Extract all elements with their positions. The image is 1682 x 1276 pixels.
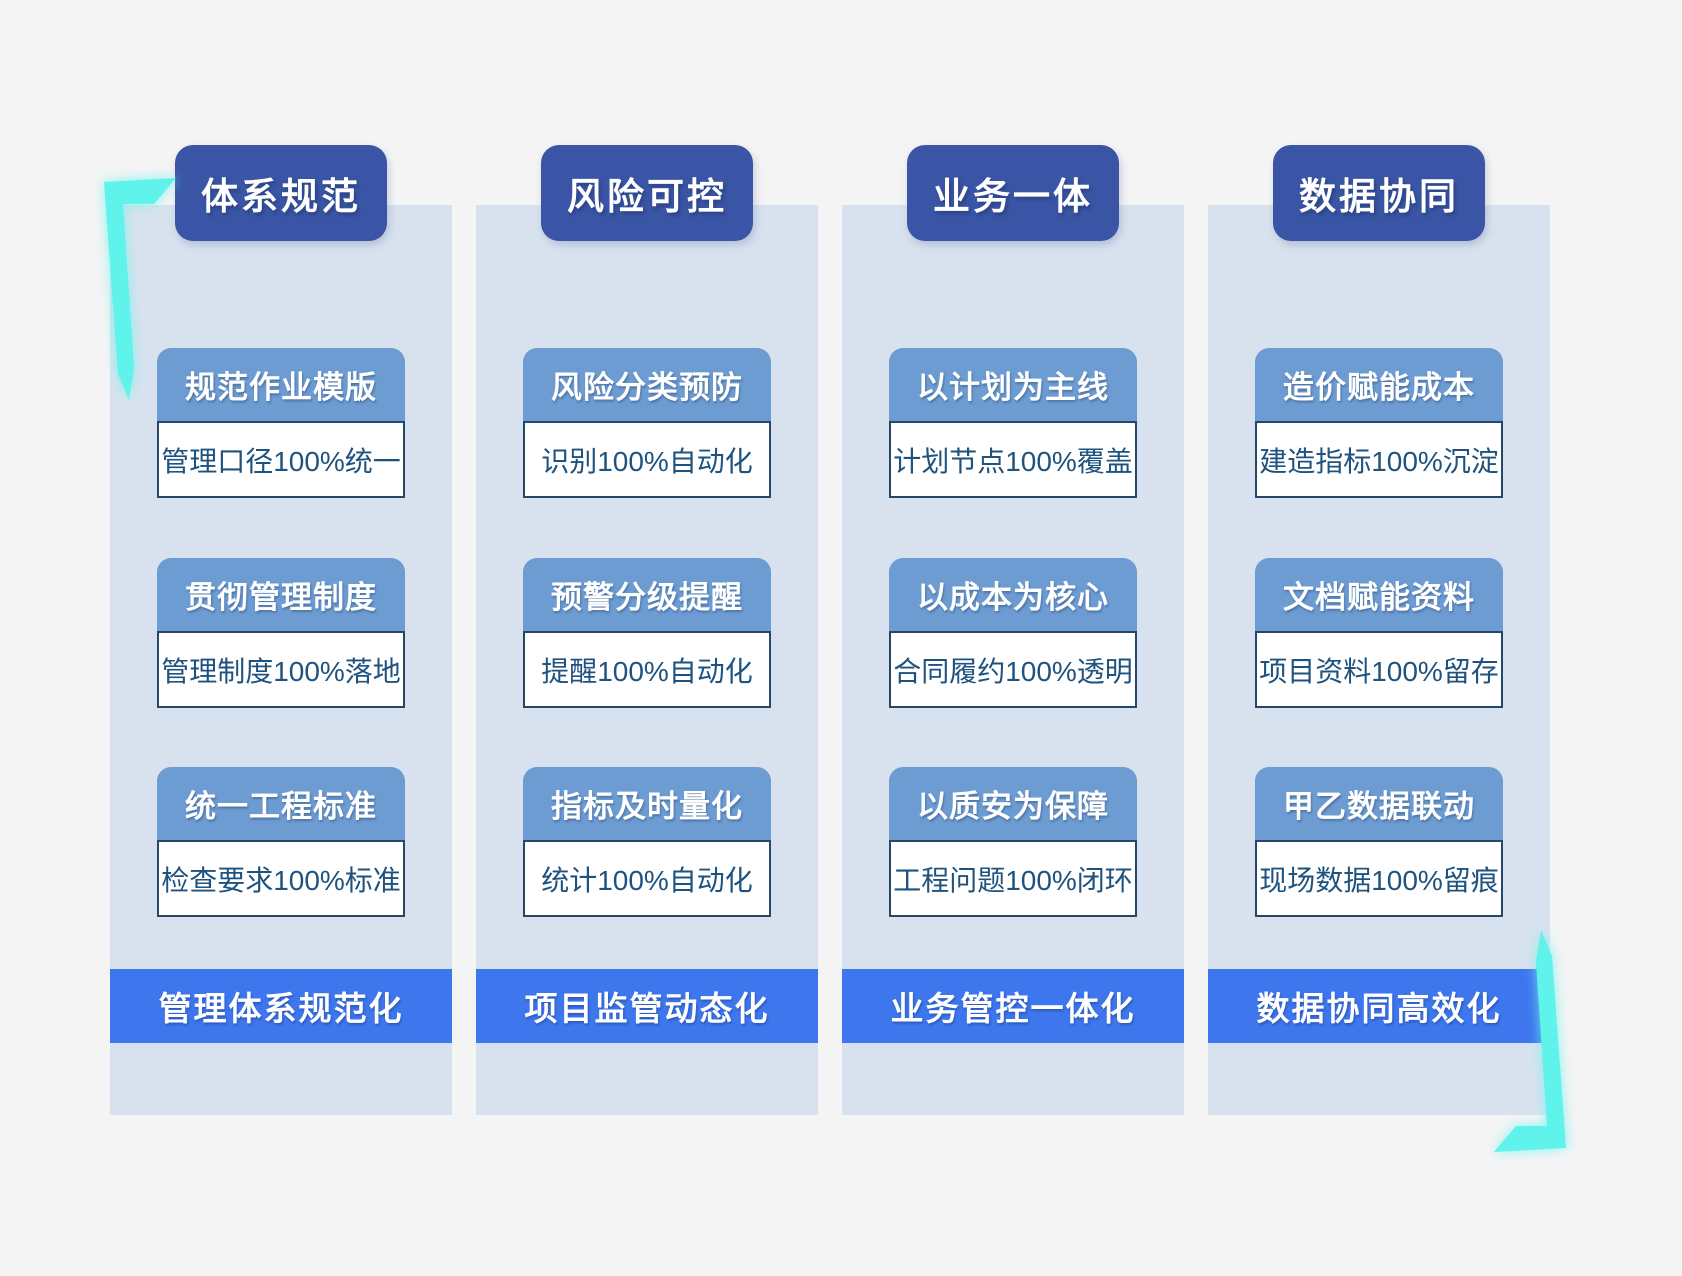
pillar-footer-banner: 项目监管动态化: [476, 969, 818, 1043]
pillar-body: 造价赋能成本 建造指标100%沉淀 文档赋能资料 项目资料100%留存 甲乙数据…: [1208, 205, 1550, 1115]
corner-accent-top-left-icon: [104, 178, 176, 400]
pillar-header-pill: 业务一体: [907, 145, 1119, 241]
feature-card: 以成本为核心 合同履约100%透明: [889, 558, 1137, 708]
feature-card: 预警分级提醒 提醒100%自动化: [523, 558, 771, 708]
feature-card-title: 规范作业模版: [157, 348, 405, 421]
feature-card-desc: 提醒100%自动化: [523, 631, 771, 708]
feature-card-title: 以成本为核心: [889, 558, 1137, 631]
feature-card-desc: 统计100%自动化: [523, 840, 771, 917]
feature-card-title: 预警分级提醒: [523, 558, 771, 631]
feature-card-desc: 计划节点100%覆盖: [889, 421, 1137, 498]
pillar-body: 以计划为主线 计划节点100%覆盖 以成本为核心 合同履约100%透明 以质安为…: [842, 205, 1184, 1115]
corner-accent-bottom-right-icon: [1494, 930, 1566, 1152]
feature-card-desc: 检查要求100%标准: [157, 840, 405, 917]
feature-card-title: 风险分类预防: [523, 348, 771, 421]
pillar-header-pill: 体系规范: [175, 145, 387, 241]
feature-card-desc: 建造指标100%沉淀: [1255, 421, 1503, 498]
pillar-body: 风险分类预防 识别100%自动化 预警分级提醒 提醒100%自动化 指标及时量化…: [476, 205, 818, 1115]
feature-card-title: 指标及时量化: [523, 767, 771, 840]
feature-card-title: 以计划为主线: [889, 348, 1137, 421]
feature-card-title: 甲乙数据联动: [1255, 767, 1503, 840]
feature-card-desc: 项目资料100%留存: [1255, 631, 1503, 708]
feature-card: 造价赋能成本 建造指标100%沉淀: [1255, 348, 1503, 498]
pillar-footer-banner: 业务管控一体化: [842, 969, 1184, 1043]
feature-card-desc: 识别100%自动化: [523, 421, 771, 498]
feature-card: 贯彻管理制度 管理制度100%落地: [157, 558, 405, 708]
feature-card: 风险分类预防 识别100%自动化: [523, 348, 771, 498]
feature-card-desc: 合同履约100%透明: [889, 631, 1137, 708]
pillar-body: 规范作业模版 管理口径100%统一 贯彻管理制度 管理制度100%落地 统一工程…: [110, 205, 452, 1115]
feature-card: 以计划为主线 计划节点100%覆盖: [889, 348, 1137, 498]
feature-card-desc: 管理制度100%落地: [157, 631, 405, 708]
feature-card: 统一工程标准 检查要求100%标准: [157, 767, 405, 917]
feature-card: 文档赋能资料 项目资料100%留存: [1255, 558, 1503, 708]
feature-card-title: 文档赋能资料: [1255, 558, 1503, 631]
feature-card-desc: 管理口径100%统一: [157, 421, 405, 498]
pillar-footer-banner: 管理体系规范化: [110, 969, 452, 1043]
feature-card-desc: 现场数据100%留痕: [1255, 840, 1503, 917]
feature-card: 指标及时量化 统计100%自动化: [523, 767, 771, 917]
feature-card: 规范作业模版 管理口径100%统一: [157, 348, 405, 498]
feature-card-title: 以质安为保障: [889, 767, 1137, 840]
pillar-header-pill: 数据协同: [1273, 145, 1485, 241]
feature-card-title: 统一工程标准: [157, 767, 405, 840]
feature-card-title: 贯彻管理制度: [157, 558, 405, 631]
feature-card-title: 造价赋能成本: [1255, 348, 1503, 421]
pillar-footer-banner: 数据协同高效化: [1208, 969, 1550, 1043]
pillar-header-pill: 风险可控: [541, 145, 753, 241]
feature-card: 以质安为保障 工程问题100%闭环: [889, 767, 1137, 917]
feature-card: 甲乙数据联动 现场数据100%留痕: [1255, 767, 1503, 917]
feature-card-desc: 工程问题100%闭环: [889, 840, 1137, 917]
